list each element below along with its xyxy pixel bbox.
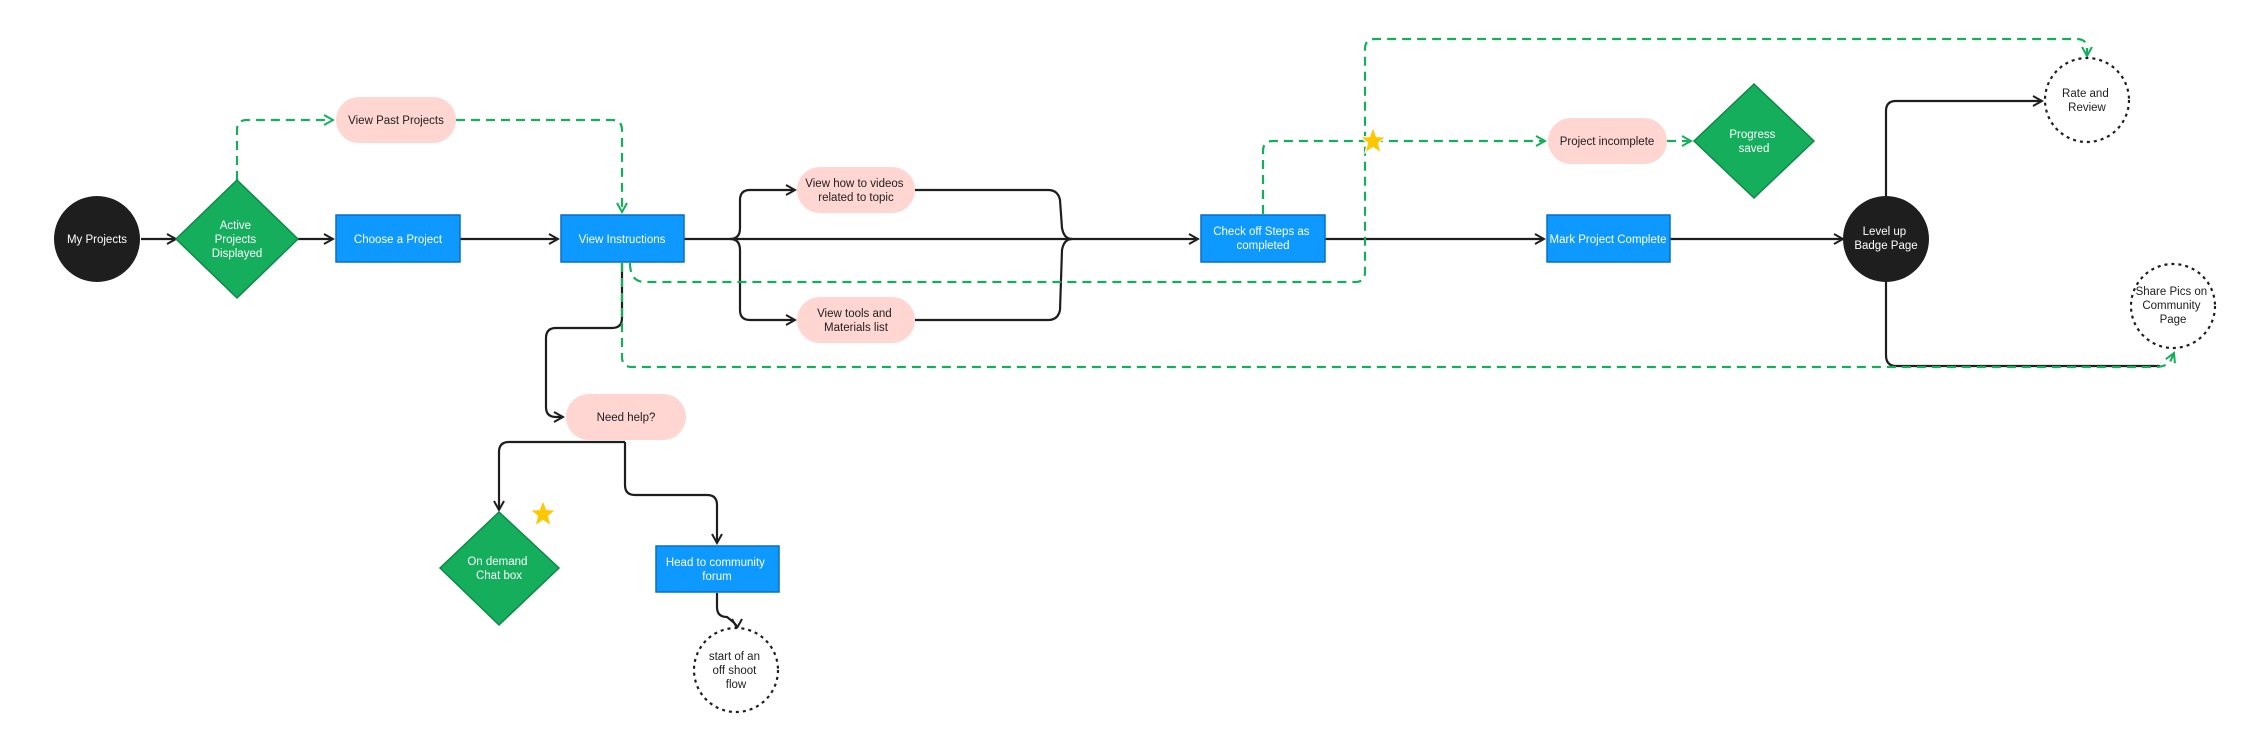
level-up-line-1: Level up (1863, 226, 1906, 238)
node-check-off-steps[interactable]: Check off Steps as completed (1200, 214, 1326, 263)
share-pics-shape (2129, 262, 2217, 350)
community-forum-shape (655, 545, 780, 593)
dashed-connectors (235, 37, 2174, 369)
community-forum-line-1: Head to community (666, 557, 765, 569)
view-videos-line-2: related to topic (818, 192, 894, 204)
node-level-up[interactable]: Level up Badge Page (1843, 196, 1929, 282)
connector-levelup-down (1884, 282, 2160, 368)
view-videos-shape (797, 167, 915, 213)
community-forum-label: Head to community forum (666, 557, 768, 583)
node-view-past-projects[interactable]: View Past Projects (336, 97, 456, 143)
view-videos-label: View how to videos related to topic (805, 178, 906, 204)
offshoot-line-3: flow (726, 679, 747, 691)
view-instructions-label: View Instructions (579, 234, 666, 246)
rate-review-line-2: Review (2068, 102, 2106, 114)
dashed-checkoff-to-incomplete (1261, 141, 1545, 214)
node-view-tools[interactable]: View tools and Materials list (797, 297, 915, 343)
offshoot-shape (692, 626, 780, 714)
offshoot-label: start of an off shoot flow (709, 651, 763, 691)
connector-needhelp-to-chat (499, 440, 625, 510)
rate-review-line-1: Rate and (2062, 88, 2109, 100)
connector-levelup-to-rate (1884, 101, 2042, 196)
rate-review-shape (2043, 56, 2131, 144)
project-incomplete-label: Project incomplete (1560, 136, 1655, 148)
node-choose-project[interactable]: Choose a Project (335, 214, 461, 263)
node-share-pics[interactable]: Share Pics on Community Page (2129, 262, 2217, 350)
node-project-incomplete[interactable]: Project incomplete (1548, 118, 1667, 164)
node-offshoot[interactable]: start of an off shoot flow (692, 626, 780, 714)
node-my-projects[interactable]: My Projects (54, 196, 140, 282)
view-tools-line-2: Materials list (824, 322, 889, 334)
progress-saved-line-1: Progress (1729, 129, 1775, 141)
rate-review-label: Rate and Review (2062, 88, 2112, 114)
connector-needhelp-to-forum (623, 442, 717, 543)
progress-saved-label: Progress saved (1729, 129, 1778, 155)
node-chat-box[interactable]: On demand Chat box (438, 510, 561, 627)
node-progress-saved[interactable]: Progress saved (1692, 82, 1816, 200)
need-help-shape (566, 394, 686, 440)
active-projects-label: Active Projects Displayed (212, 220, 263, 260)
share-pics-line-2: Community (2142, 300, 2200, 312)
view-videos-line-1: View how to videos (805, 178, 903, 190)
level-up-line-2: Badge Page (1854, 240, 1917, 252)
chat-box-line-2: Chat box (476, 570, 522, 582)
dashed-instructions-to-rate (628, 37, 2087, 284)
offshoot-line-2: off shoot (712, 665, 757, 677)
need-help-label: Need help? (597, 412, 656, 424)
dashed-pastprojects-to-instructions (456, 118, 622, 212)
active-projects-line-3: Displayed (212, 248, 263, 260)
connector-branch-to-tools (729, 237, 795, 320)
share-pics-line-1: Share Pics on (2136, 286, 2208, 298)
connector-tools-merge (915, 237, 1073, 322)
connector-branch-to-videos (729, 190, 795, 241)
solid-connectors (141, 101, 2160, 628)
connector-instructions-to-needhelp (544, 263, 624, 417)
check-off-steps-line-2: completed (1236, 240, 1289, 252)
view-instructions-shape (560, 214, 685, 263)
check-off-steps-label: Check off Steps as completed (1213, 226, 1313, 252)
view-tools-line-1: View tools and (817, 308, 892, 320)
project-incomplete-shape (1548, 118, 1667, 164)
mark-complete-label: Mark Project Complete (1550, 234, 1667, 246)
node-view-instructions[interactable]: View Instructions (560, 214, 685, 263)
active-projects-line-2: Projects (215, 234, 257, 246)
check-off-steps-shape (1200, 214, 1326, 263)
view-tools-label: View tools and Materials list (817, 308, 895, 334)
active-projects-line-1: Active (220, 220, 251, 232)
progress-saved-shape (1692, 82, 1816, 200)
connector-videos-merge (915, 188, 1073, 241)
node-need-help[interactable]: Need help? (566, 394, 686, 440)
dashed-active-to-pastprojects (235, 120, 333, 180)
node-mark-complete[interactable]: Mark Project Complete (1546, 214, 1671, 263)
chat-box-line-1: On demand (467, 556, 527, 568)
dashed-instructions-to-share (620, 263, 2174, 369)
level-up-shape (1843, 196, 1929, 282)
my-projects-label: My Projects (67, 234, 127, 246)
view-past-projects-label: View Past Projects (348, 115, 444, 127)
share-pics-label: Share Pics on Community Page (2136, 286, 2211, 326)
share-pics-line-3: Page (2160, 314, 2187, 326)
my-projects-shape (54, 196, 140, 282)
star-icon (528, 498, 558, 528)
active-projects-shape (174, 178, 300, 300)
check-off-steps-line-1: Check off Steps as (1213, 226, 1310, 238)
chat-box-label: On demand Chat box (467, 556, 530, 582)
level-up-label: Level up Badge Page (1854, 226, 1917, 252)
offshoot-line-1: start of an (709, 651, 760, 663)
view-tools-shape (797, 297, 915, 343)
chat-box-shape (438, 510, 561, 627)
node-active-projects[interactable]: Active Projects Displayed (174, 178, 300, 300)
node-view-videos[interactable]: View how to videos related to topic (797, 167, 915, 213)
node-community-forum[interactable]: Head to community forum (655, 545, 780, 593)
community-forum-line-2: forum (702, 571, 731, 583)
star-icon (1358, 125, 1388, 155)
choose-project-label: Choose a Project (354, 234, 443, 246)
choose-project-shape (335, 214, 461, 263)
mark-complete-shape (1546, 214, 1671, 263)
connector-forum-to-offshoot (715, 593, 737, 628)
view-past-projects-shape (336, 97, 456, 143)
node-rate-review[interactable]: Rate and Review (2043, 56, 2131, 144)
progress-saved-line-2: saved (1739, 143, 1770, 155)
